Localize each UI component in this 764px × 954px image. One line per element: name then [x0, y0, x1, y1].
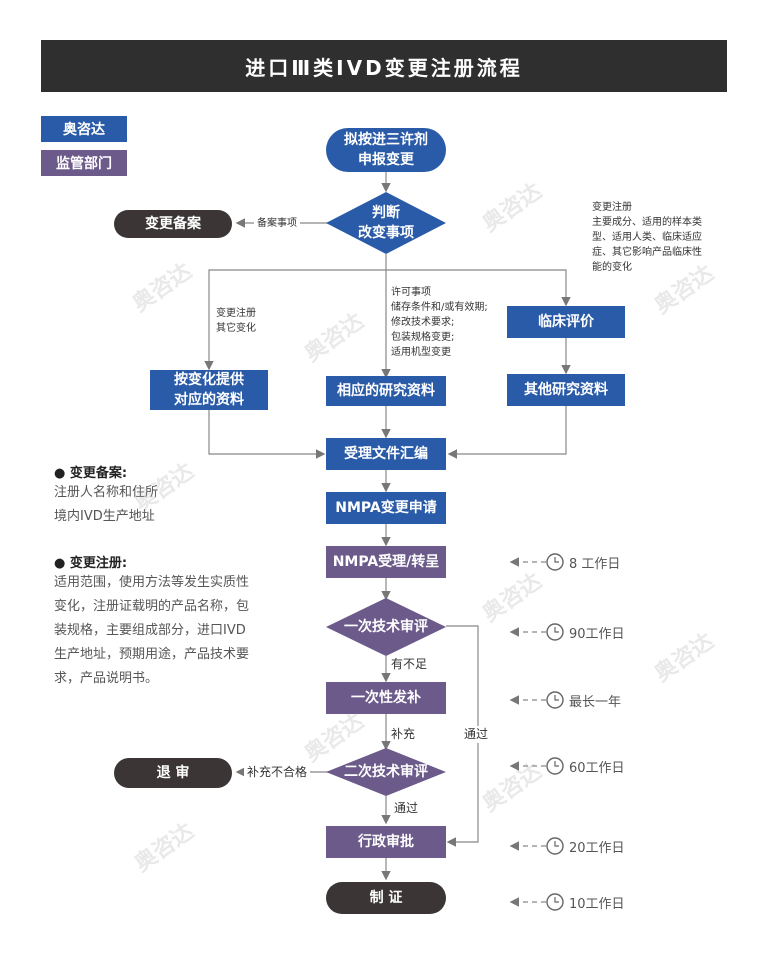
nmpa-apply-node: NMPA变更申请	[326, 492, 446, 524]
note-reg-line-2: 变化，注册证载明的产品名称，包	[54, 599, 250, 614]
edge-label-unqualified: 补充不合格	[244, 764, 311, 781]
certificate-node: 制 证	[326, 882, 446, 914]
timing-review2: 60工作日	[569, 761, 625, 776]
compile-node: 受理文件汇编	[326, 438, 446, 470]
nmpa-accept-node: NMPA受理/转呈	[326, 546, 446, 578]
note-reg-line-1: 适用范围，使用方法等发生实质性	[54, 575, 250, 590]
edge-label-pass2: 通过	[394, 801, 419, 815]
edge-label-pass1: 通过	[464, 726, 489, 743]
note-reg-title: ● 变更注册:	[54, 556, 128, 571]
edge-label-insufficient: 有不足	[391, 657, 428, 671]
legend-regulator: 监管部门	[41, 150, 127, 176]
note-reg-line-5: 求，产品说明书。	[54, 671, 159, 686]
review2-diamond	[326, 748, 446, 796]
note-reg-line-3: 装规格，主要组成部分，进口IVD	[54, 623, 246, 638]
note-filing: ● 变更备案: 注册人名称和住所 境内IVD生产地址	[54, 462, 274, 529]
review1-diamond	[326, 598, 446, 656]
clock-icons	[546, 553, 564, 911]
judge-diamond	[326, 192, 446, 254]
note-filing-line-2: 境内IVD生产地址	[54, 509, 155, 524]
timing-accept: 8 工作日	[569, 557, 621, 572]
refund-node: 退 审	[114, 758, 232, 788]
page-title: 进口Ⅲ类IVD变更注册流程	[41, 40, 727, 92]
timing-supplement: 最长一年	[569, 695, 622, 710]
edge-label-license-items: 许可事项 储存条件和/或有效期; 修改技术要求; 包装规格变更; 适用机型变更	[391, 287, 488, 358]
review2-node: 二次技术审评	[344, 764, 428, 780]
approval-node: 行政审批	[326, 826, 446, 858]
filing-node: 变更备案	[114, 210, 232, 238]
clinical-node: 临床评价	[507, 306, 625, 338]
judge-node: 判断 改变事项	[358, 205, 414, 241]
note-filing-line-1: 注册人名称和住所	[54, 485, 159, 500]
supplement-node: 一次性发补	[326, 682, 446, 714]
timing-certificate: 10工作日	[569, 897, 625, 912]
note-reg-line-4: 生产地址，预期用途，产品技术要	[54, 647, 250, 662]
edge-label-other-change: 变更注册 其它变化	[216, 308, 256, 334]
edge-label-registration-change: 变更注册 主要成分、适用的样本类 型、适用人类、临床适应 症、其它影响产品临床性…	[592, 202, 702, 273]
edge-label-supplement: 补充	[391, 727, 416, 741]
provide-node: 按变化提供 对应的资料	[150, 370, 268, 410]
review1-node: 一次技术审评	[344, 619, 428, 635]
timing-approval: 20工作日	[569, 841, 625, 856]
other-research-node: 其他研究资料	[507, 374, 625, 406]
legend-company: 奥咨达	[41, 116, 127, 142]
timing-review1: 90工作日	[569, 627, 625, 642]
note-filing-title: ● 变更备案:	[54, 466, 128, 481]
start-node: 拟按进三许剂 申报变更	[326, 128, 446, 172]
note-registration: ● 变更注册: 适用范围，使用方法等发生实质性 变化，注册证载明的产品名称，包 …	[54, 552, 284, 691]
research-node: 相应的研究资料	[326, 376, 446, 406]
edge-label-filing: 备案事项	[254, 216, 300, 231]
